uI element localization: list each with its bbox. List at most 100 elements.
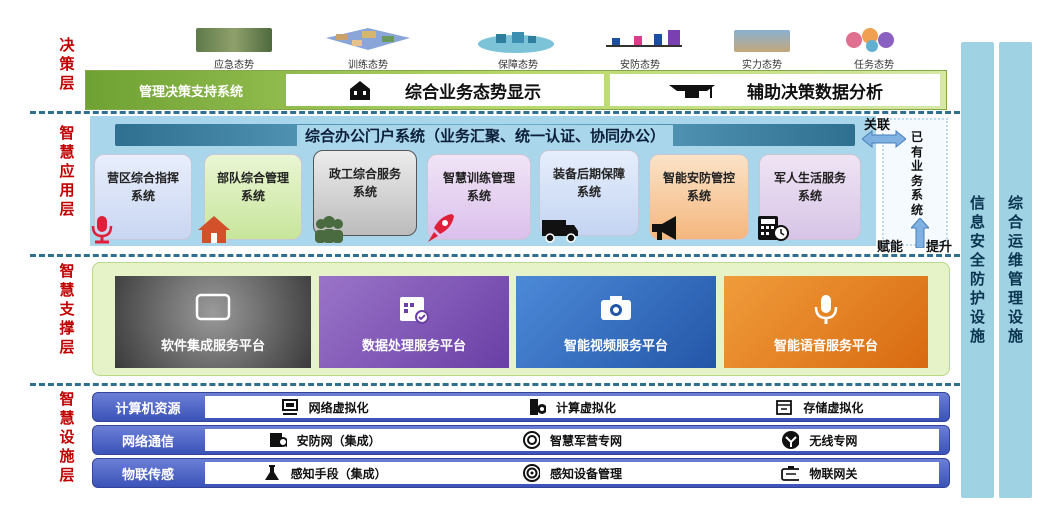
- decision-analysis-panel: 辅助决策数据分析: [610, 74, 940, 106]
- layer-label-decision: 决 策 层: [59, 36, 75, 92]
- infra-item-label: 计算虚拟化: [555, 400, 616, 415]
- separator-1: [30, 111, 960, 114]
- platform-voice[interactable]: 智能语音服务平台: [724, 276, 928, 368]
- existing-systems-label: 已 有 业 务 系 统: [910, 130, 923, 217]
- platform-video[interactable]: 智能视频服务平台: [516, 276, 716, 368]
- storage-virtualization-icon: [775, 398, 793, 416]
- megaphone-icon: [648, 214, 682, 242]
- platform-label: 软件集成服务平台: [160, 339, 265, 354]
- flask-icon: [263, 464, 281, 482]
- camera-icon: [598, 293, 634, 323]
- infra-item[interactable]: 物联网关: [700, 464, 939, 482]
- infra-item-label: 无线专网: [809, 433, 858, 448]
- platform-data[interactable]: 数据处理服务平台: [319, 276, 509, 368]
- layer-label-infrastructure: 智 慧 设 施 层: [59, 390, 75, 484]
- compute-virtualization-icon: [528, 398, 546, 416]
- rocket-icon: [426, 212, 456, 244]
- data-calendar-icon: [396, 293, 432, 325]
- platform-label: 智能语音服务平台: [773, 339, 878, 354]
- situation-caption: 应急态势: [214, 60, 254, 71]
- situation-caption: 训练态势: [348, 60, 388, 71]
- microphone-icon: [90, 214, 114, 244]
- platform-label: 智能视频服务平台: [563, 339, 668, 354]
- infra-row-items: 感知手段（集成） 感知设备管理 物联网关: [205, 462, 939, 484]
- app-card-political[interactable]: 政工综合服务 系统: [313, 150, 417, 236]
- infra-item[interactable]: 无线专网: [700, 431, 939, 449]
- app-card-label: 装备后期保障 系统: [552, 167, 625, 199]
- infra-item-label: 安防网（集成）: [296, 433, 381, 448]
- infra-item-label: 感知手段（集成）: [290, 466, 387, 481]
- graduation-cap-icon: [667, 79, 717, 101]
- infra-item[interactable]: 网络虚拟化: [205, 398, 444, 416]
- ops-management-facilities: 综 合 运 维 管 理 设 施: [999, 42, 1032, 498]
- portal-banner: 综合办公门户系统（业务汇聚、统一认证、协同办公）: [115, 124, 855, 146]
- infra-item-label: 存储虚拟化: [803, 400, 864, 415]
- infra-item-label: 感知设备管理: [549, 466, 622, 481]
- emergency-situation-image: [196, 28, 272, 52]
- infra-item[interactable]: 感知设备管理: [452, 464, 691, 482]
- app-card-label: 部队综合管理 系统: [216, 171, 289, 203]
- security-situation-image: [604, 28, 684, 52]
- infra-row-computing: 计算机资源 网络虚拟化 计算虚拟化 存储虚拟化: [92, 392, 950, 422]
- house-icon: [196, 214, 232, 244]
- app-card-management[interactable]: 部队综合管理 系统: [204, 154, 302, 240]
- truck-icon: [540, 216, 580, 244]
- app-card-label: 营区综合指挥 系统: [106, 171, 179, 203]
- separator-3: [30, 383, 960, 386]
- calculator-clock-icon: [756, 212, 790, 242]
- ops-management-label: 综 合 运 维 管 理 设 施: [1007, 194, 1023, 345]
- platform-software[interactable]: 软件集成服务平台: [115, 276, 311, 368]
- tablet-icon: [195, 293, 231, 321]
- app-card-label: 政工综合服务 系统: [328, 167, 401, 199]
- strength-situation-image: [734, 30, 790, 52]
- platform-label: 数据处理服务平台: [361, 339, 466, 354]
- situation-display-panel: 综合业务态势显示: [286, 74, 604, 106]
- infra-row-network: 网络通信 安防网（集成） 智慧军营专网 无线专网: [92, 425, 950, 455]
- infra-item[interactable]: 安防网（集成）: [205, 431, 444, 449]
- infra-row-iot: 物联传感 感知手段（集成） 感知设备管理 物联网关: [92, 458, 950, 488]
- separator-2: [30, 254, 960, 257]
- infra-row-items: 网络虚拟化 计算虚拟化 存储虚拟化: [205, 396, 939, 418]
- decision-support-bar: 管理决策支持系统 综合业务态势显示 辅助决策数据分析: [85, 70, 947, 110]
- up-arrow-icon: [911, 218, 929, 248]
- infra-item-label: 网络虚拟化: [308, 400, 369, 415]
- layer-label-support: 智 慧 支 撑 层: [59, 262, 75, 356]
- mission-situation-image: [842, 26, 902, 54]
- microphone-icon: [811, 293, 841, 327]
- situation-caption: 安防态势: [620, 60, 660, 71]
- upgrade-label: 提升: [926, 240, 953, 255]
- infra-item-label: 智慧军营专网: [549, 433, 622, 448]
- house-icon: [349, 79, 371, 101]
- association-label: 关联: [864, 118, 891, 133]
- empower-label: 赋能: [877, 240, 904, 255]
- decision-analysis-title: 辅助决策数据分析: [747, 82, 883, 103]
- network-virtualization-icon: [281, 398, 299, 416]
- layer-label-application: 智 慧 应 用 层: [59, 124, 75, 218]
- infra-item[interactable]: 智慧军营专网: [452, 431, 691, 449]
- app-card-command[interactable]: 营区综合指挥 系统: [94, 154, 192, 240]
- double-arrow-icon: [862, 130, 906, 148]
- situation-caption: 任务态势: [854, 60, 894, 71]
- info-security-facilities: 信 息 安 全 防 护 设 施: [961, 42, 994, 498]
- infra-row-label: 网络通信: [121, 434, 174, 450]
- infra-row-label: 计算机资源: [115, 401, 181, 417]
- support-situation-image: [476, 28, 556, 54]
- app-card-label: 智慧训练管理 系统: [442, 171, 515, 203]
- situation-display-title: 综合业务态势显示: [405, 82, 541, 103]
- infra-item[interactable]: 存储虚拟化: [700, 398, 939, 416]
- infra-item[interactable]: 计算虚拟化: [452, 398, 691, 416]
- decision-support-label: 管理决策支持系统: [138, 84, 243, 100]
- portal-title: 综合办公门户系统（业务汇聚、统一认证、协同办公）: [296, 124, 673, 146]
- info-security-label: 信 息 安 全 防 护 设 施: [969, 194, 985, 345]
- infra-row-label: 物联传感: [121, 467, 174, 483]
- gateway-icon: [781, 464, 800, 482]
- infra-row-items: 安防网（集成） 智慧军营专网 无线专网: [205, 429, 939, 451]
- app-card-label: 智能安防管控 系统: [662, 171, 735, 203]
- target-icon: [522, 464, 540, 482]
- lifebuoy-icon: [522, 431, 540, 449]
- infra-item-label: 物联网关: [809, 466, 858, 481]
- situation-caption: 实力态势: [742, 60, 782, 71]
- app-card-label: 军人生活服务 系统: [773, 171, 846, 203]
- infra-item[interactable]: 感知手段（集成）: [205, 464, 444, 482]
- people-group-icon: [312, 214, 346, 244]
